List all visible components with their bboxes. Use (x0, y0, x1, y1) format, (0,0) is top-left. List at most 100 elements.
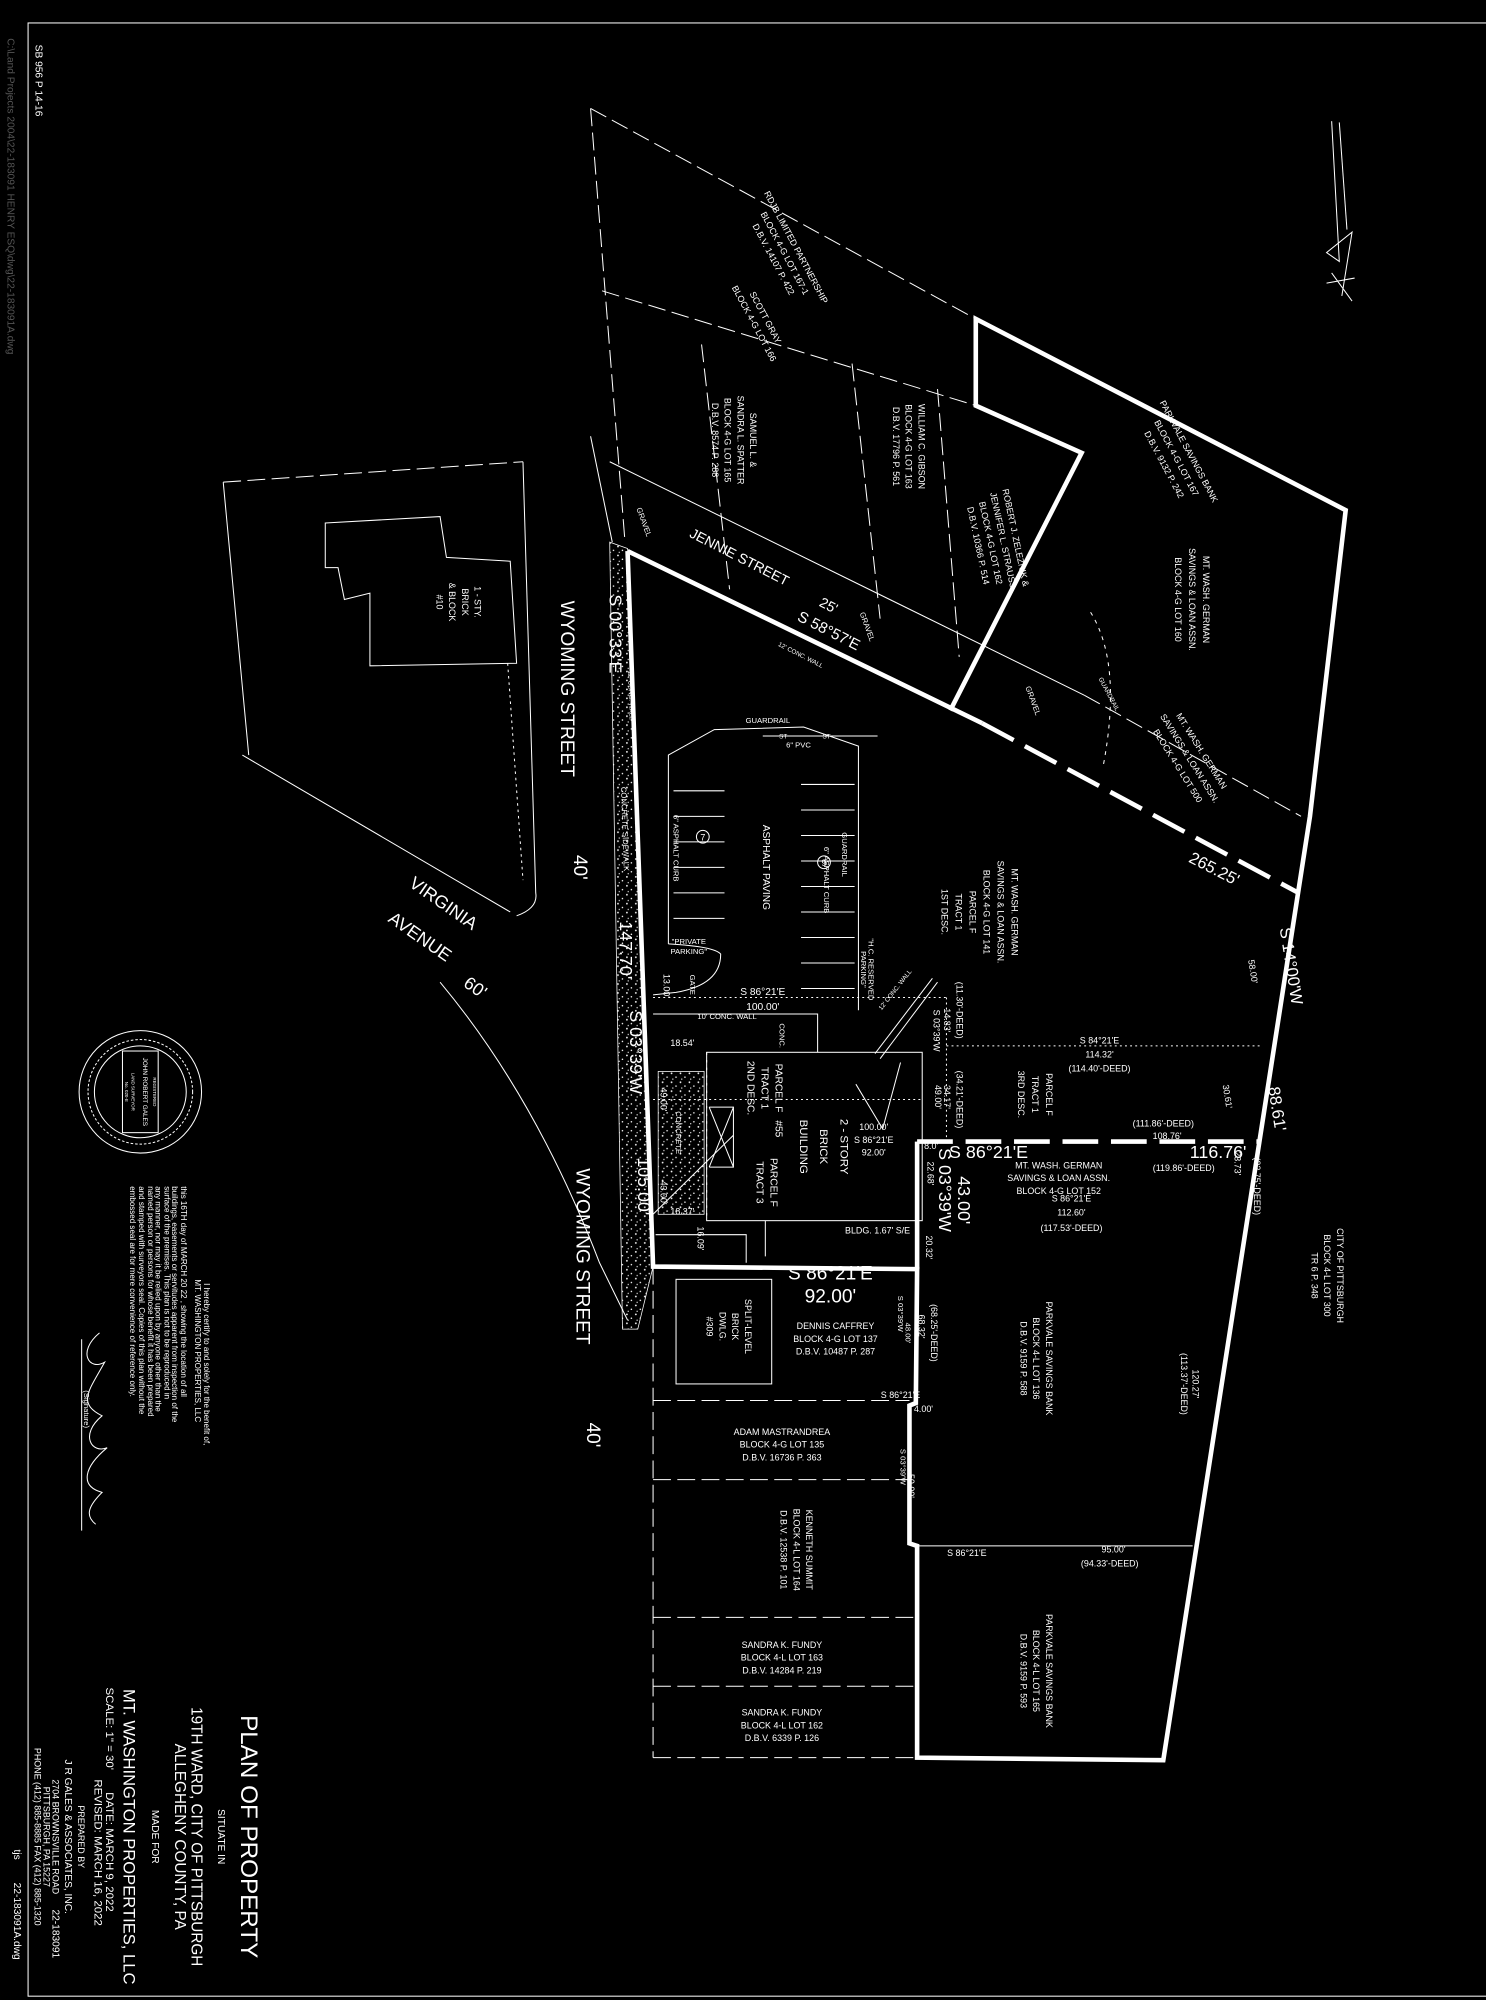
dimension-label: 100.00' (859, 1122, 888, 1132)
building-10-outline (324, 516, 518, 667)
title-address-text: 2704 BROWNSVILLE ROAD (50, 1779, 60, 1894)
building-label-text: & BLOCK (447, 583, 457, 622)
building-label-text: SPLIT-LEVEL (743, 1299, 753, 1354)
dimension-label: 43.00' (954, 1176, 974, 1224)
title-made-for: MADE FOR (149, 1810, 160, 1864)
feature-label-text: 6" PVC (786, 740, 811, 749)
certification-line: I hereby certify to and solely for the b… (202, 1283, 211, 1445)
north-lot-lines (590, 107, 1302, 817)
parcel-label-text: SANDRA K. FUNDY (742, 1708, 823, 1718)
dimension-label: 112.60' (1057, 1208, 1086, 1218)
parcel-label-text: BLOCK 4-G LOT 160 (1173, 557, 1183, 642)
dimension-label-text: S 03°39'W (896, 1296, 905, 1333)
dimension-label: 18.54' (670, 1038, 694, 1048)
dimension-label-text: (34.21'-DEED) (955, 1071, 965, 1129)
dimension-label-text: (11.30'-DEED) (955, 982, 965, 1039)
dimension-label-text: (119.86'-DEED) (1153, 1163, 1215, 1173)
parcel-label-text: TRACT 1 (953, 894, 963, 931)
feature-label: CONCRETE SIDEWALK (619, 787, 631, 872)
building-label-text: BUILDING (797, 1120, 809, 1174)
dimension-label-text: (111.86'-DEED) (1133, 1118, 1194, 1128)
parcel-label-text: TRACT 3 (753, 1161, 764, 1204)
feature-label: ASPHALT PAVING (760, 825, 771, 910)
dimension-label-text: 22.68' (925, 1161, 935, 1185)
dimension-label: 18.37' (670, 1206, 694, 1216)
title-firm: J R GALES & ASSOCIATES, INC. (62, 1760, 73, 1914)
parcel-label-text: BLOCK 4-L LOT 162 (741, 1720, 823, 1730)
feature-label: 7 (700, 833, 705, 843)
feature-label: GUARDRAIL (840, 832, 849, 877)
title-scale-text: SCALE: 1" = 30' (103, 1688, 115, 1770)
parcel-label-text: KENNETH SUMMIT (804, 1510, 814, 1591)
dimension-label: 49.00' (659, 1087, 669, 1111)
street-width-label-text: 40' (582, 1422, 603, 1447)
title-client: MT. WASHINGTON PROPERTIES, LLC (120, 1689, 139, 1984)
dimension-label-text: 265.25' (1186, 848, 1243, 889)
title-revised: REVISED: MARCH 16, 2022 (91, 1779, 103, 1926)
seal-name: JOHN ROBERT GALES (141, 1058, 148, 1126)
feature-label-text: 10' CONC. WALL (697, 1012, 756, 1021)
dimension-label: S 86°21'E (740, 987, 785, 998)
feature-label: ST (779, 734, 787, 741)
feature-label-text: 9 (822, 858, 827, 868)
certification-line: embossed seal are for mere convenience o… (128, 1186, 137, 1397)
title-situate: SITUATE IN (215, 1809, 226, 1864)
parcel-label-text: TRACT 1 (758, 1067, 769, 1110)
certification-line-text: any manner, nor may it be relied upon by… (154, 1186, 163, 1412)
dimension-label: 58.00' (1246, 959, 1260, 985)
parcel-label-text: ADAM MASTRANDREA (734, 1427, 831, 1437)
dimension-label-text: BLDG. 1.67' S/E (845, 1225, 910, 1235)
dimension-label-text: S 03°39'W (932, 1010, 942, 1052)
dimension-label: 265.25' (1186, 848, 1243, 889)
parcel-label-text: BLOCK 4-G LOT 135 (740, 1440, 825, 1450)
parcel-label-text: SAMUEL L. & (748, 413, 758, 468)
dimension-label: S 00°33'E (606, 594, 626, 673)
dimension-label-text: S 86°21'E (949, 1142, 1028, 1162)
title-firm-text: J R GALES & ASSOCIATES, INC. (62, 1760, 73, 1914)
parcel-label-text: MT. WASH. GERMAN (1009, 868, 1019, 955)
west-side-linework (222, 461, 629, 1321)
certification-line: buildings, easements or servitudes appar… (170, 1186, 179, 1423)
title-situate-text: SITUATE IN (215, 1809, 226, 1864)
dimension-label-text: 4.00' (914, 1404, 933, 1414)
dimension-label-text: 92.00' (862, 1148, 886, 1158)
dimension-label-text: S 84°21'E (1080, 1035, 1119, 1045)
property-boundary (625, 315, 1349, 1763)
parcel-label-text: CITY OF PITTSBURGH (1335, 1228, 1345, 1323)
dimension-label-text: (117.53'-DEED) (1040, 1223, 1102, 1233)
parcel-label-text: BLOCK 4-L LOT 164 (791, 1509, 801, 1591)
dimension-label-text: 8.0' (924, 1141, 938, 1151)
certification-line: this 16TH day of MARCH 20 22 , showing t… (179, 1186, 188, 1397)
street-width-label-text: 40' (569, 855, 590, 880)
parcel-label-text: BLOCK 4-G LOT 141 (981, 870, 991, 955)
plan-title: PLAN OF PROPERTY (235, 1715, 262, 1958)
street-label-jennie: JENNIE STREET (687, 525, 792, 589)
dimension-label: S 03°39'W (626, 1010, 646, 1094)
dimension-label-text: S 86°21'E (740, 987, 785, 998)
dimension-label: (117.53'-DEED) (1040, 1223, 1102, 1233)
parcel-label-text: D.B.V. 10487 P. 287 (796, 1347, 875, 1357)
feature-label-text: CONC. (777, 1023, 786, 1048)
feature-label: GRAVEL (635, 506, 654, 538)
dimension-label: S 03°39'W (935, 1148, 955, 1232)
dimension-label: 34.17' (942, 1085, 952, 1109)
dimension-label-text: 58.00' (1246, 959, 1260, 985)
parcel-label-text: BLOCK 4-L LOT 300 (1322, 1234, 1332, 1316)
parcel-label-text: MT. WASH. GERMAN (1201, 556, 1211, 643)
dimension-label: 13.00' (661, 974, 671, 998)
dimension-label: 49.00' (933, 1085, 943, 1109)
feature-label-text: ST (779, 734, 787, 741)
building-label-text: #309 (705, 1317, 715, 1337)
